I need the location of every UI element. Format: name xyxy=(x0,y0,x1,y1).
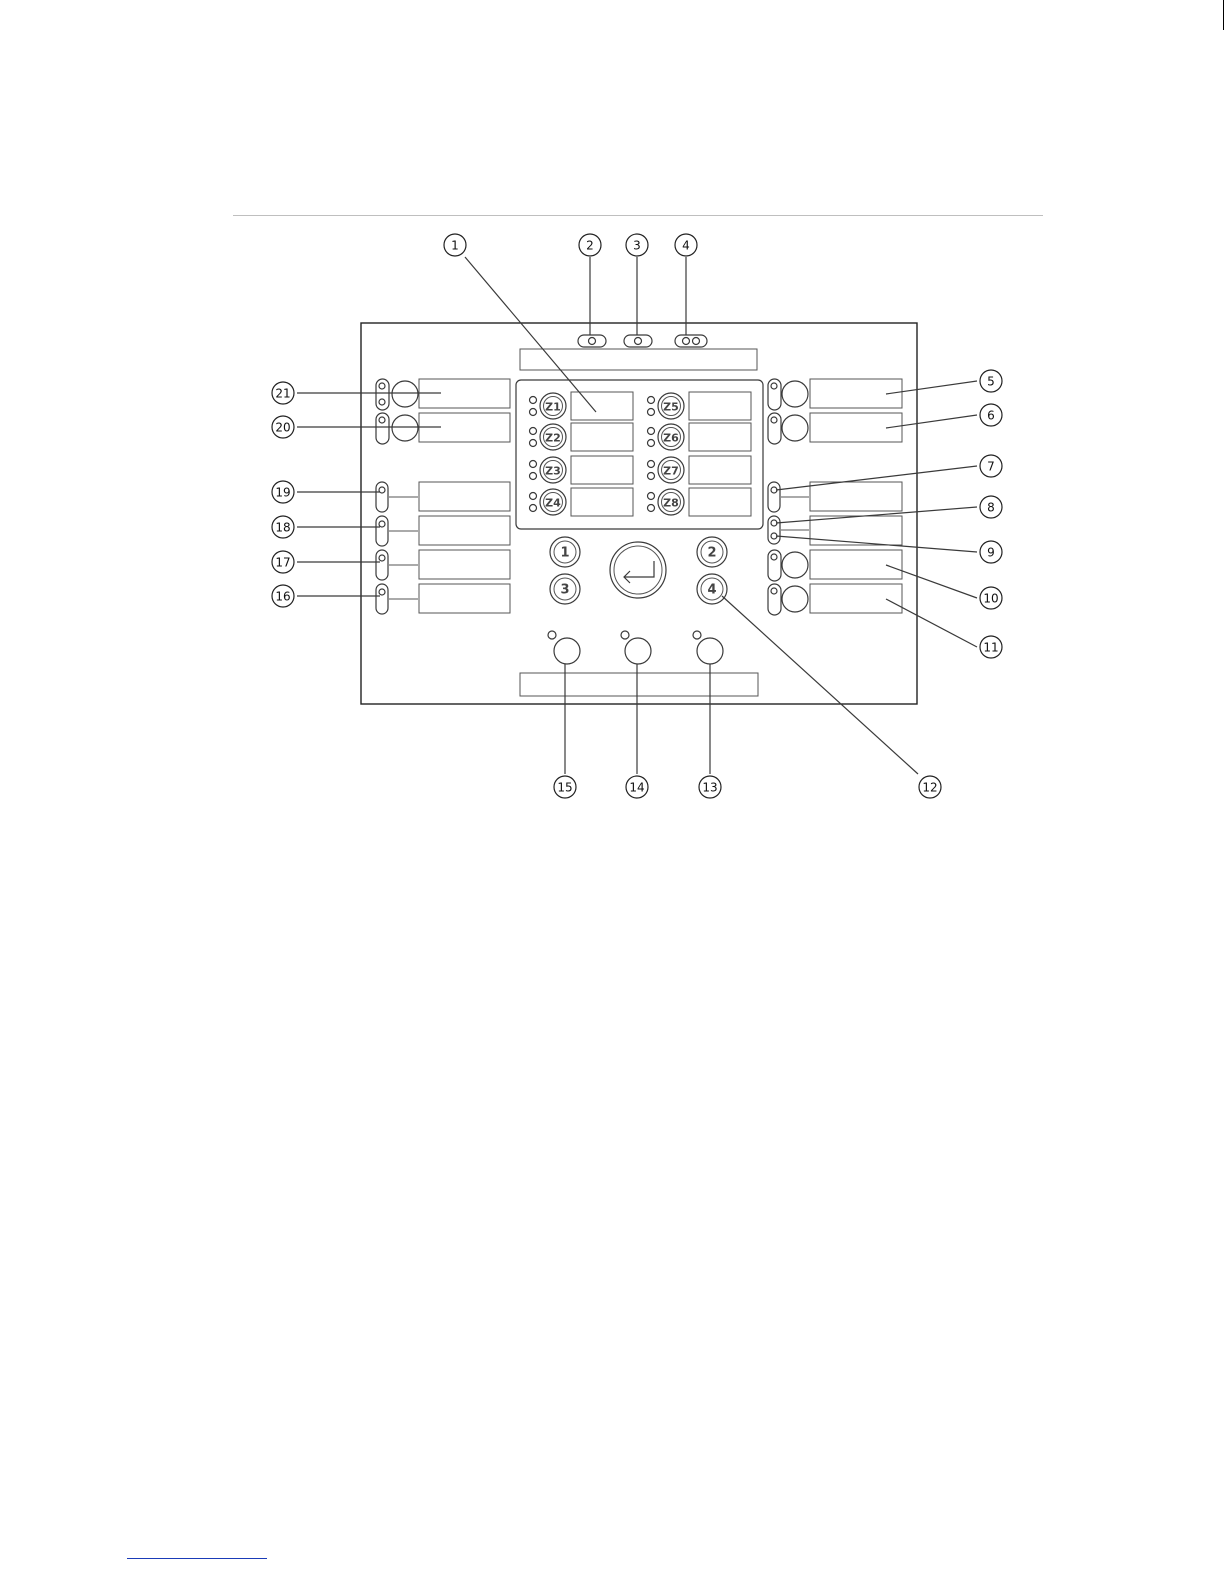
callout-label: 5 xyxy=(987,375,995,389)
callout-15: 15 xyxy=(554,776,576,798)
zone-label: Z2 xyxy=(545,432,561,445)
callout-8: 8 xyxy=(980,496,1002,518)
callout-13: 13 xyxy=(699,776,721,798)
callout-label: 17 xyxy=(275,556,290,570)
nav-label-3: 3 xyxy=(560,583,569,598)
nav-label-1: 1 xyxy=(560,546,569,561)
callout-label: 18 xyxy=(275,521,290,535)
callout-19: 19 xyxy=(272,481,294,503)
callout-label: 15 xyxy=(557,781,572,795)
callout-18: 18 xyxy=(272,516,294,538)
callout-label: 12 xyxy=(922,781,937,795)
callout-label: 6 xyxy=(987,409,995,423)
callout-label: 11 xyxy=(983,641,998,655)
callout-label: 8 xyxy=(987,501,995,515)
callout-label: 1 xyxy=(451,239,459,253)
callout-10: 10 xyxy=(980,587,1002,609)
callout-label: 19 xyxy=(275,486,290,500)
callout-11: 11 xyxy=(980,636,1002,658)
zone-label: Z1 xyxy=(545,401,561,414)
callout-label: 21 xyxy=(275,387,290,401)
callout-label: 9 xyxy=(987,546,995,560)
callout-3: 3 xyxy=(626,234,648,256)
callout-12: 12 xyxy=(919,776,941,798)
callout-1: 1 xyxy=(444,234,466,256)
callout-20: 20 xyxy=(272,416,294,438)
zone-label: Z5 xyxy=(663,401,679,414)
callout-label: 7 xyxy=(987,460,995,474)
nav-label-4: 4 xyxy=(707,583,716,598)
zone-label: Z8 xyxy=(663,497,679,510)
zone-label: Z7 xyxy=(663,465,679,478)
callout-17: 17 xyxy=(272,551,294,573)
callout-6: 6 xyxy=(980,404,1002,426)
callout-label: 3 xyxy=(633,239,641,253)
callout-label: 20 xyxy=(275,421,290,435)
nav-label-2: 2 xyxy=(707,546,716,561)
zone-label: Z4 xyxy=(545,497,561,510)
zone-label: Z3 xyxy=(545,465,561,478)
callout-label: 16 xyxy=(275,590,290,604)
callout-2: 2 xyxy=(579,234,601,256)
callout-4: 4 xyxy=(675,234,697,256)
callout-7: 7 xyxy=(980,455,1002,477)
callout-9: 9 xyxy=(980,541,1002,563)
callout-14: 14 xyxy=(626,776,648,798)
callout-5: 5 xyxy=(980,370,1002,392)
callout-label: 13 xyxy=(702,781,717,795)
callout-label: 14 xyxy=(629,781,644,795)
callout-21: 21 xyxy=(272,382,294,404)
zone-label: Z6 xyxy=(663,432,679,445)
callout-label: 2 xyxy=(586,239,594,253)
callout-16: 16 xyxy=(272,585,294,607)
callout-label: 4 xyxy=(682,239,690,253)
callout-label: 10 xyxy=(983,592,998,606)
